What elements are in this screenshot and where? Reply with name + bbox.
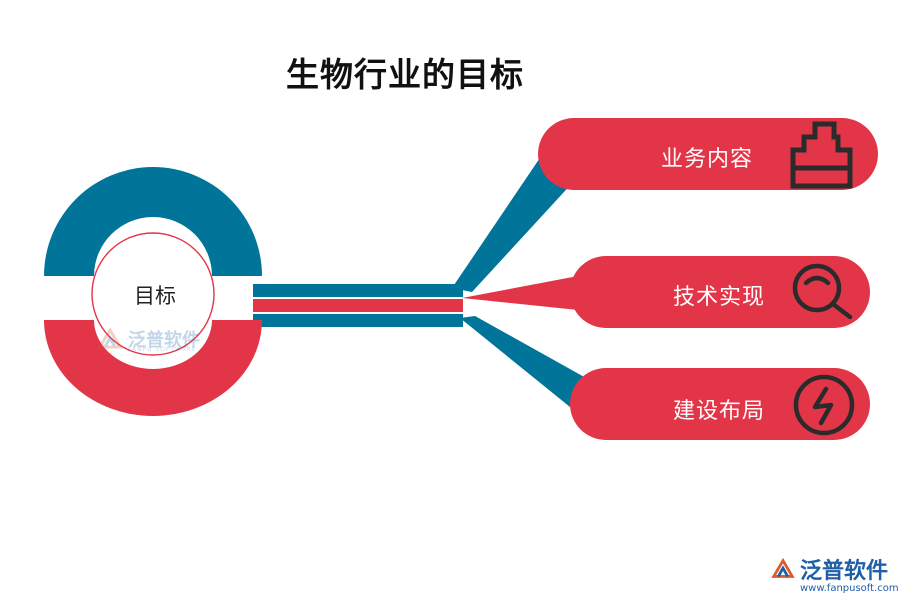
center-circle [91,232,215,356]
connector-to-item-3 [460,316,586,407]
item-3-label: 建设布局 [673,399,766,424]
brand-name: 泛普软件 [800,559,889,584]
pill-item-3 [570,368,870,440]
lightning-icon [793,374,855,436]
ring-top-half [44,167,262,276]
brand-logo: 泛普软件 www.fanpusoft.com [770,553,899,594]
bar-top [253,284,463,297]
item-1-label: 业务内容 [661,147,754,172]
magnifier-icon [792,263,853,320]
item-2-label: 技术实现 [673,285,766,310]
fanpu-logo-icon [771,557,795,578]
watermark-sub: FANPU SOFTWARE [128,346,197,353]
bar-middle [253,299,463,312]
connector-to-item-1 [452,146,575,292]
bar-bottom [253,314,463,327]
brand-url: www.fanpusoft.com [800,583,899,594]
page-title: 生物行业的目标 [286,55,524,94]
connector-to-item-2 [462,276,578,310]
ring-bottom-half [44,320,262,416]
watermark-name: 泛普软件 [128,330,200,351]
pill-item-2 [570,256,870,328]
fanpu-logo-icon [97,327,123,349]
center-label: 目标 [134,284,176,308]
watermark: 泛普软件 FANPU SOFTWARE [96,326,200,353]
briefcase-stack-icon [790,121,853,189]
